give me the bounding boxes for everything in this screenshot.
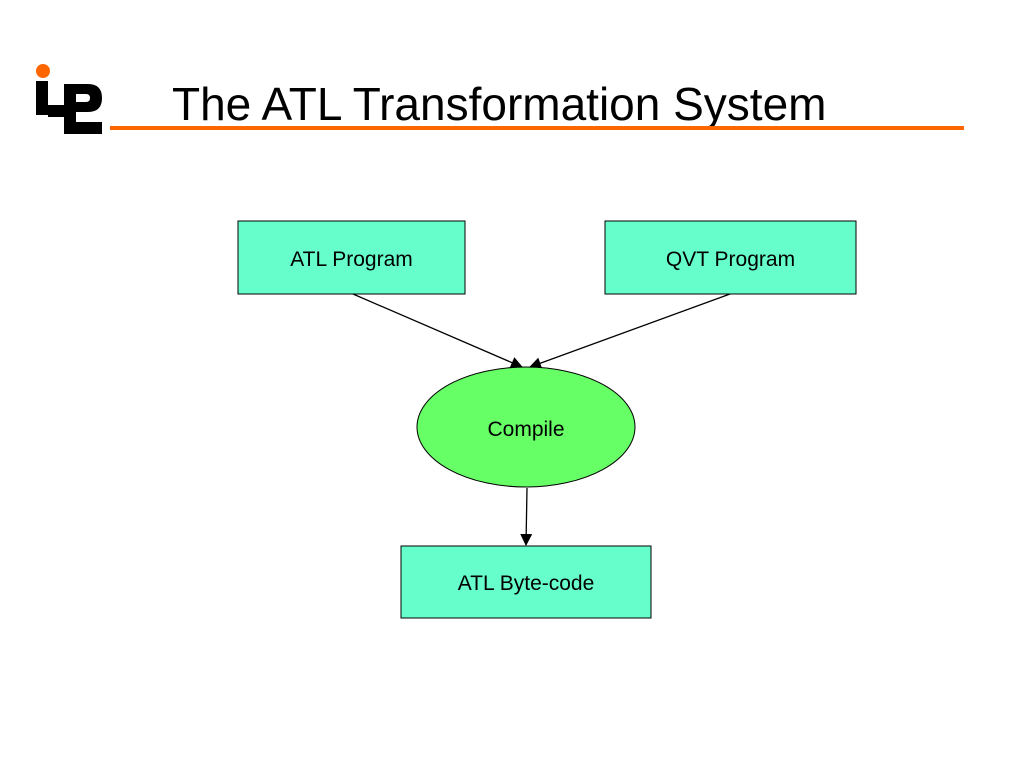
node-compile[interactable]: Compile [416,366,636,488]
edge-qvt-program-to-compile [529,293,731,369]
node-qvt-program[interactable]: QVT Program [604,220,857,295]
node-atl-bytecode[interactable]: ATL Byte-code [400,545,652,619]
title-underline [110,126,964,130]
edge-atl-program-to-compile [352,293,523,369]
slide-title: The ATL Transformation System [172,78,827,130]
node-atl-program[interactable]: ATL Program [237,220,466,295]
ilp-logo-icon [36,64,102,134]
node-atl-bytecode-label: ATL Byte-code [458,572,595,595]
node-qvt-program-label: QVT Program [666,248,795,271]
node-atl-program-label: ATL Program [290,248,413,271]
edge-compile-to-atl-bytecode [520,487,533,546]
node-compile-label: Compile [487,418,564,441]
